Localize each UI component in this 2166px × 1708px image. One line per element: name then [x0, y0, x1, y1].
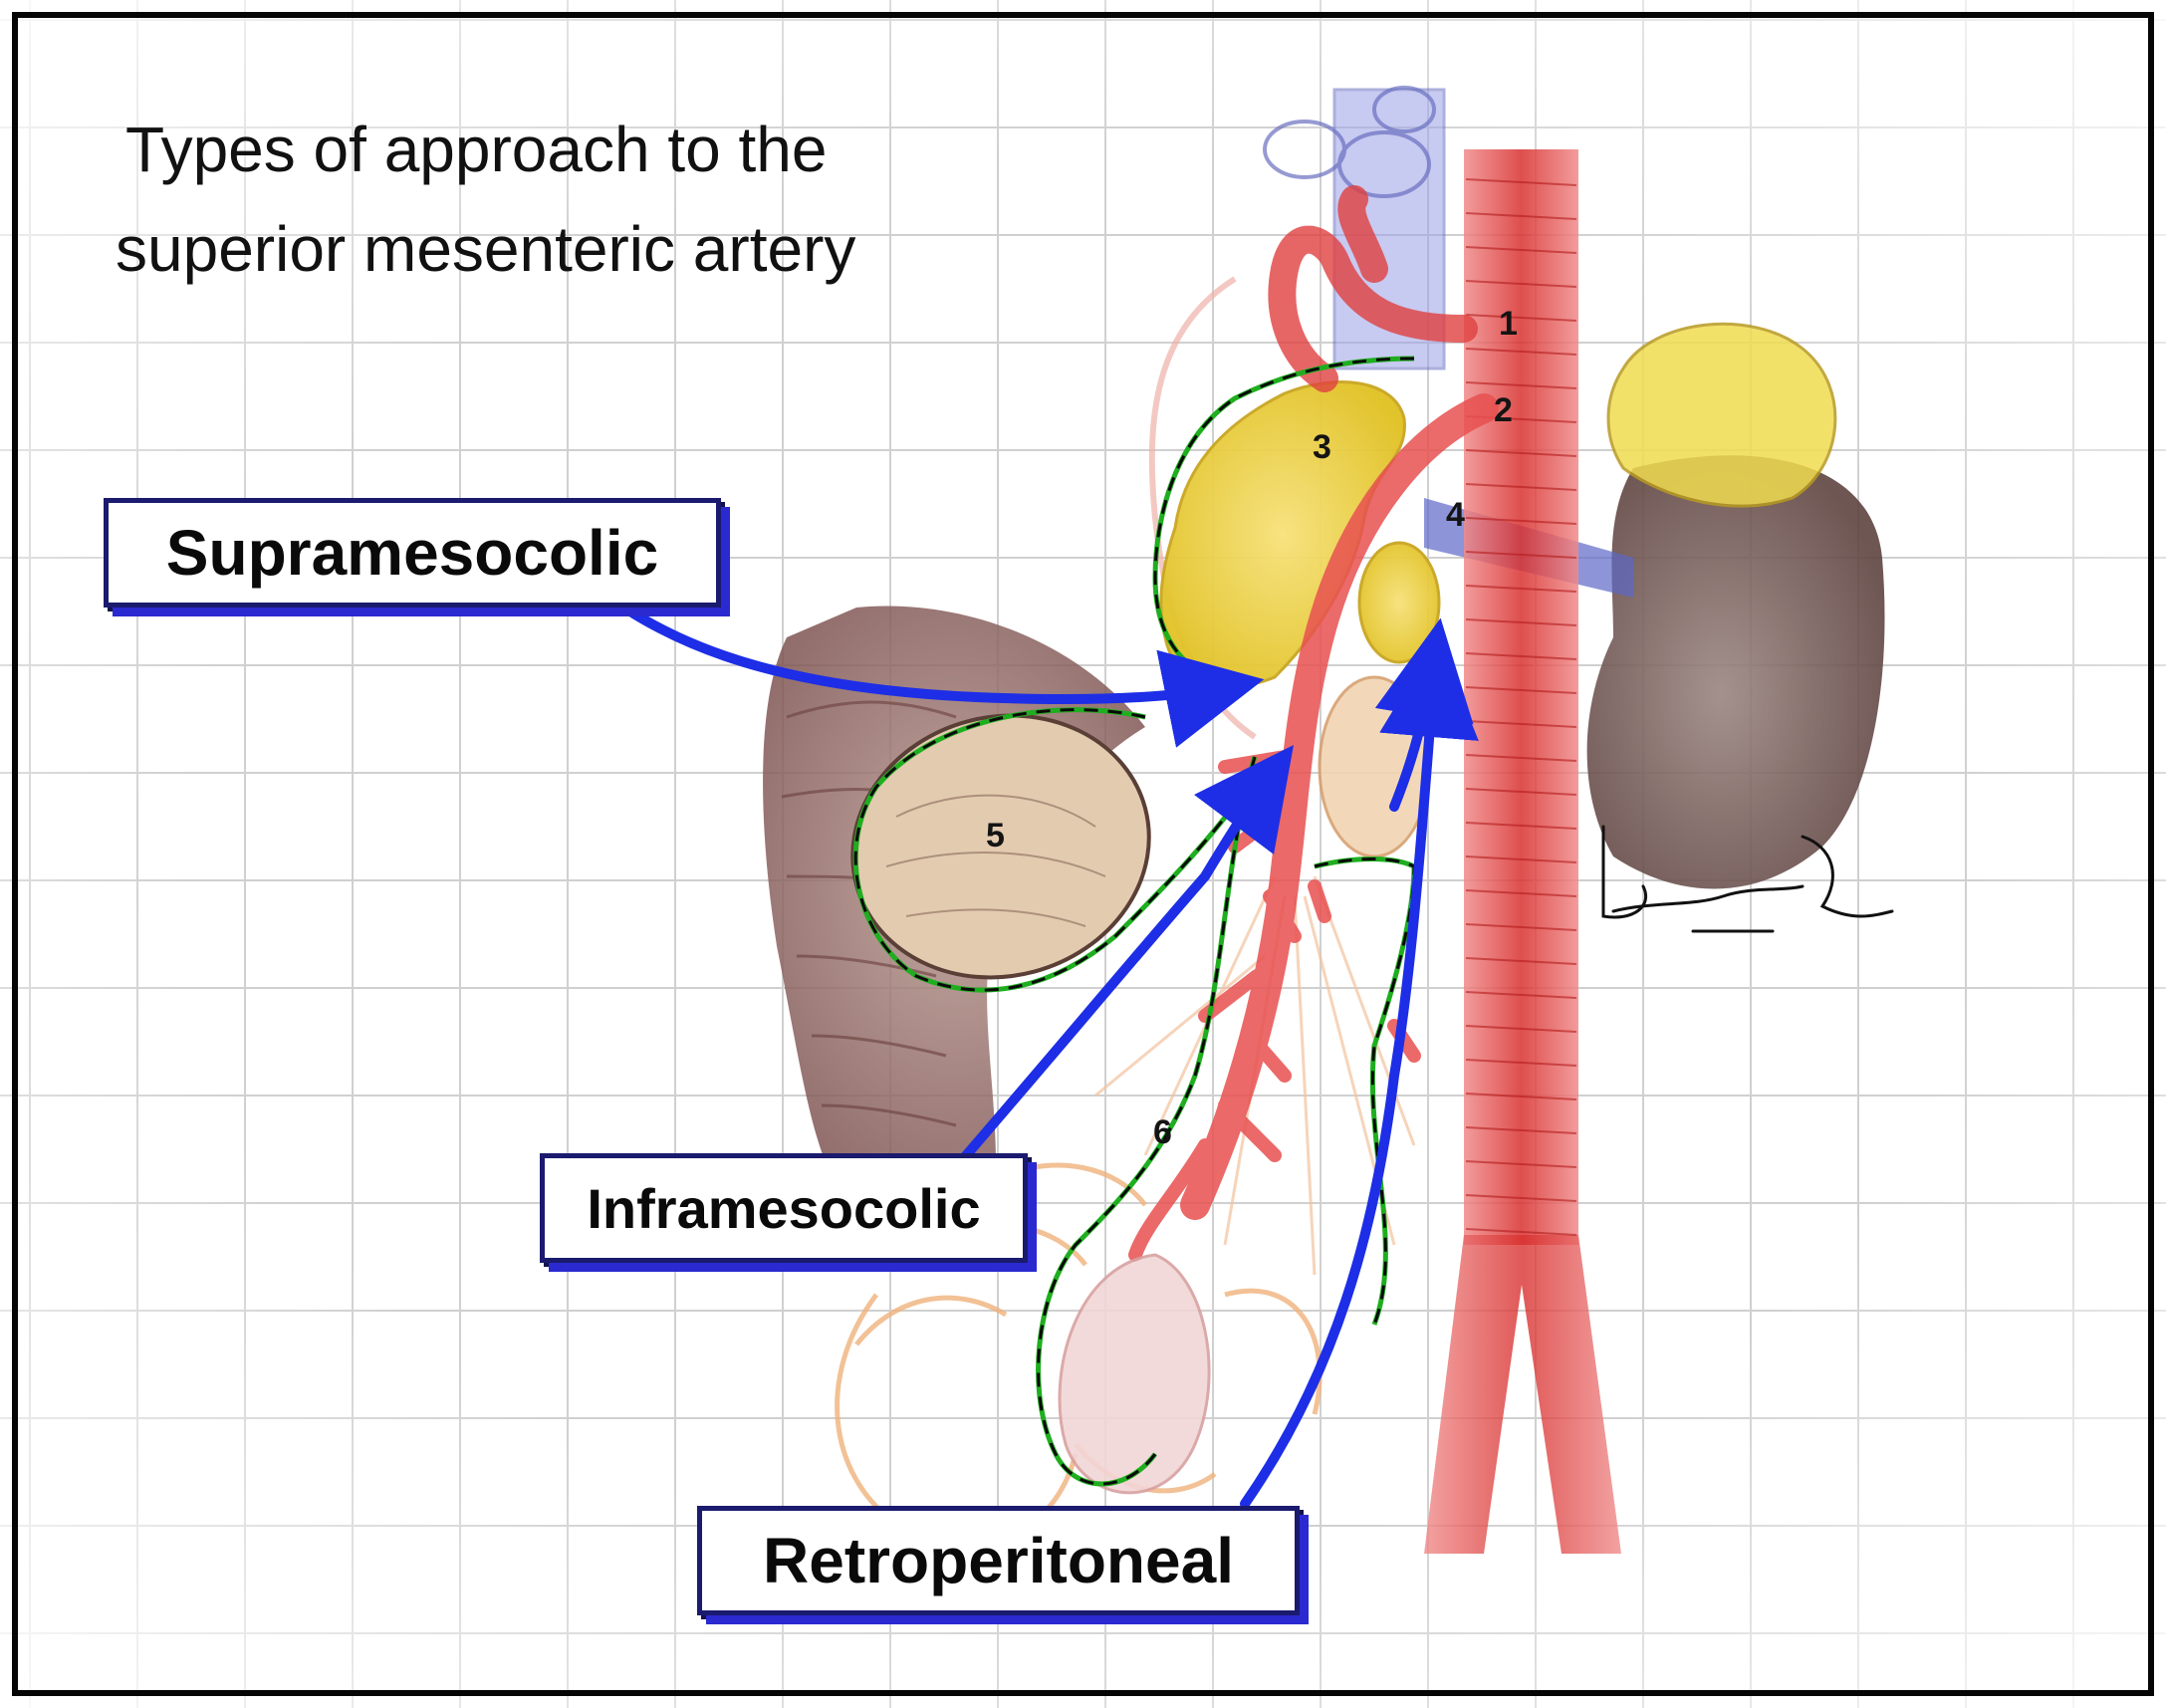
inframesocolic-label-box: Inframesocolic: [540, 1153, 1028, 1263]
supramesocolic-arrow: [578, 573, 1265, 748]
number-label-6: 6: [1153, 1113, 1172, 1151]
retroperitoneal-label: Retroperitoneal: [763, 1525, 1234, 1596]
number-label-1: 1: [1499, 305, 1518, 343]
supramesocolic-label: Supramesocolic: [165, 517, 659, 589]
aorta-ring: [1465, 618, 1577, 626]
dissection-outlines: [852, 356, 1417, 1487]
aorta-ring: [1465, 652, 1577, 660]
inframesocolic-arrow: [931, 744, 1294, 1195]
aorta: [1424, 149, 1621, 1554]
aorta-ring: [1465, 449, 1577, 457]
aorta-ring: [1465, 822, 1577, 830]
number-label-4: 4: [1446, 496, 1465, 534]
aorta-ring: [1465, 212, 1577, 220]
retroperitoneal-arrow-long: [1240, 637, 1479, 1509]
supramesocolic-label-box: Supramesocolic: [104, 498, 721, 608]
kidney: [1586, 455, 1885, 889]
aorta-ring: [1465, 788, 1577, 796]
number-label-3: 3: [1313, 428, 1331, 466]
aorta-ring: [1465, 991, 1577, 999]
aorta-ring: [1465, 381, 1577, 389]
aorta-ring: [1465, 957, 1577, 965]
celiac-trunk: [1268, 185, 1478, 392]
aorta-ring: [1465, 348, 1577, 356]
aorta-ring: [1465, 889, 1577, 897]
aorta-ring: [1465, 551, 1577, 559]
aorta-ring: [1465, 1059, 1577, 1067]
aorta-ring: [1465, 517, 1577, 525]
aorta-ring: [1465, 585, 1577, 593]
aorta-ring: [1465, 483, 1577, 491]
aorta-ring: [1465, 686, 1577, 694]
aorta-ring: [1465, 246, 1577, 254]
number-label-2: 2: [1494, 391, 1513, 429]
aorta-ring: [1465, 720, 1577, 728]
aorta-ring: [1465, 855, 1577, 863]
aorta-ring: [1465, 1025, 1577, 1033]
ileum-loop: [1058, 1253, 1211, 1495]
portal-vein-knot: [1263, 86, 1436, 198]
inframesocolic-label: Inframesocolic: [587, 1176, 981, 1240]
retroperitoneal-arrow-short: [1374, 617, 1474, 812]
aorta-ring: [1465, 1093, 1577, 1100]
aorta-ring: [1465, 1126, 1577, 1134]
number-label-5: 5: [986, 817, 1005, 854]
aorta-ring: [1465, 314, 1577, 322]
retroperitoneal-label-box: Retroperitoneal: [697, 1506, 1300, 1615]
approach-arrows: [578, 573, 1479, 1509]
aorta-ring: [1465, 923, 1577, 931]
aorta-ring: [1465, 1194, 1577, 1202]
adrenal-gland: [1606, 322, 1837, 508]
aorta-ring: [1465, 178, 1577, 186]
aorta-ring: [1465, 754, 1577, 762]
aorta-ring: [1465, 280, 1577, 288]
artist-signature: [1601, 825, 1894, 933]
diagram-title-line-2: superior mesenteric artery: [116, 213, 856, 285]
aorta-ring: [1465, 1228, 1577, 1236]
diagram-title-line-1: Types of approach to the: [125, 114, 828, 185]
aorta-ring: [1465, 1160, 1577, 1168]
